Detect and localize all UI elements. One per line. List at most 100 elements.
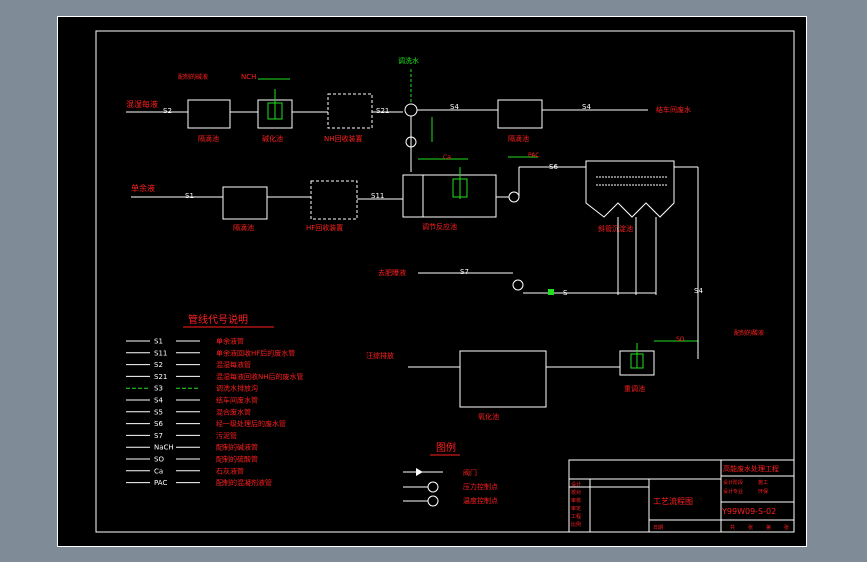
input-excess-acid: 单余液 [131,183,155,193]
tank-mid [222,186,268,220]
legend-description: 混湿每液管 [216,360,251,369]
symbol-temp-label: 温度控制点 [463,496,498,505]
title-block-frame [568,459,795,533]
pressure-icon [427,481,439,493]
pipe-code-s-vertical: S4 [694,287,703,295]
legend-code: S6 [154,420,163,428]
pipe-code-s2: S2 [163,107,172,115]
row-label-approve: 审定 [571,505,581,512]
legend-code: S5 [154,408,163,416]
tank-top-right [497,99,543,129]
so-note: 配制的酸液 [734,329,764,337]
pipe-code-s11a: S11 [371,192,384,200]
to-factory-label: 结车间废水 [656,105,691,114]
legend-code: S1 [154,338,163,346]
nh-recovery-unit [327,93,373,129]
legend-description: 混合废水管 [216,407,251,416]
tank-mid-label: 隔滴池 [233,223,254,232]
sludge-tank [459,350,547,408]
pipe-code-s1: S1 [185,192,194,200]
legend-code: S2 [154,361,163,369]
footer-sheets: 张 [748,524,753,531]
legend-description: 经一级处理后的废水管 [216,419,286,428]
pipe-code-s5: S [563,289,568,297]
input-mixed-waste: 混湿每液 [126,99,158,109]
design-stage-value: 施工 [758,479,768,486]
tank-1-label: 隔滴池 [198,134,219,143]
hf-recovery-label: HF回收装置 [306,223,343,232]
pac-tag: PAC [528,152,539,159]
tank-top-right-label: 隔滴池 [508,134,529,143]
symbol-valve-label: 阀门 [463,468,477,477]
pump-icon [508,191,520,203]
pipe-code-s21: S21 [376,107,389,115]
naoh-note: 配制的碱液 [178,73,208,81]
legend-description: 配制的碱液管 [216,443,258,452]
tank-1 [187,99,231,129]
pipe-code-s4a: S4 [450,103,459,111]
legend-code: Ca [154,467,163,475]
legend-description: 单余液管 [216,337,244,346]
reaction-tank-label: 调节反应池 [422,222,457,231]
pump-icon [512,279,524,291]
legend-description: 配制的混凝剂液管 [216,478,272,487]
washing-water-label: 调洗水 [398,56,419,65]
legend-code: S21 [154,373,167,381]
nh-recovery-label: NH回收装置 [324,134,363,143]
reaction-tank [402,174,497,218]
sludge-tank-label: 氧化池 [478,412,499,421]
tank-2-label: 碱化池 [262,134,283,143]
valve-icon [405,136,417,148]
row-label-check: 校对 [571,489,581,496]
row-label-review: 审核 [571,497,581,504]
legend-description: 单余液回收HF后的废水管 [216,348,295,357]
legend-code: SO [154,456,164,464]
footer-no: 第 [766,524,771,531]
legend-code: S11 [154,349,167,357]
pipe-code-s4b: S4 [582,103,591,111]
settler-body [585,160,675,218]
valve-icon [416,468,423,476]
input-lime-water: 去肥曝液 [378,268,406,277]
hf-recovery-unit [310,180,358,220]
drawing-sheet: 混湿每液 S2 隔滴池 碱化池 配制的碱液 NCH NH回收装置 S21 调洗水… [57,16,807,547]
design-spec-value: 环保 [758,488,768,495]
title-block: 高能废水处理工程 设计阶段 施工 设计专业 环保 工艺流程图 Y99W09-S-… [568,459,795,533]
settler-label: 斜管沉淀池 [598,224,633,233]
pipe-code-s7: S7 [460,268,469,276]
symbols-title: 图例 [436,441,456,454]
project-name: 高能废水处理工程 [723,464,779,473]
drawing-number: Y99W09-S-02 [721,507,776,516]
naoh-tag: NCH [241,73,256,81]
legend-description: 污泥管 [216,431,237,440]
legend-title: 管线代号说明 [188,313,248,326]
footer-sheet: 张 [784,524,789,531]
legend-code: S4 [154,397,163,405]
pump-icon [404,103,418,117]
symbol-pressure-label: 压力控制点 [463,482,498,491]
neutral-tank-label: 重调池 [624,384,645,393]
legend-description: 调洗水排放沟 [216,384,258,393]
row-label-design: 设计 [571,481,581,488]
input-mixed-discharge: 汪综排放 [366,351,394,360]
ca-tag: Ca [443,154,451,161]
row-label-project: 工程 [571,513,581,520]
design-spec: 设计专业 [723,488,743,495]
legend-code: S3 [154,385,163,393]
drawing-title: 工艺流程图 [653,496,693,506]
inner-frame [95,30,795,533]
green-marker [548,289,554,295]
row-label-date: 日期 [653,525,663,531]
legend-code: NaCH [154,444,174,452]
legend-description: 配制的硫酸管 [216,455,258,464]
legend-description: 石灰液管 [216,466,244,475]
so-tag: SO [676,336,685,343]
legend-code: PAC [154,479,167,487]
row-label-scale: 比例 [571,521,581,528]
footer-total: 共 [730,524,735,531]
legend-description: 结车间废水管 [216,396,258,405]
temp-icon [427,495,439,507]
process-flow-diagram: 混湿每液 S2 隔滴池 碱化池 配制的碱液 NCH NH回收装置 S21 调洗水… [95,30,795,533]
design-stage: 设计阶段 [723,479,743,486]
